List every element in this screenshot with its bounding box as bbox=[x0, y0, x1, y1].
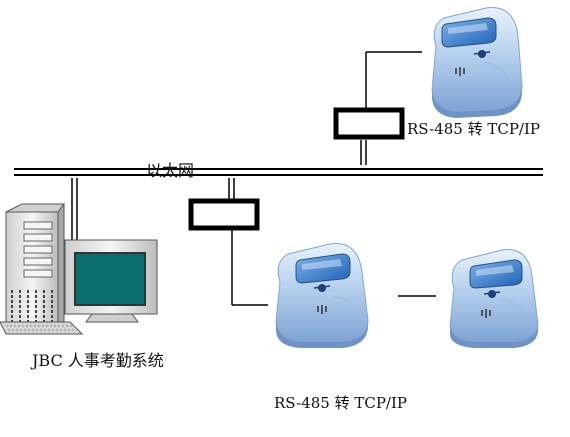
bottom-converter-branch bbox=[228, 178, 436, 306]
attendance-terminal-top bbox=[431, 7, 523, 118]
pc-tower bbox=[5, 202, 65, 332]
top-rs485-converter bbox=[333, 107, 405, 140]
pc-monitor bbox=[64, 239, 158, 323]
system-label: JBC 人事考勤系统 bbox=[32, 351, 164, 370]
ethernet-bus bbox=[14, 168, 543, 176]
attendance-terminal-middle bbox=[275, 243, 369, 348]
ethernet-label: 以太网 bbox=[146, 161, 195, 180]
top-converter-branch bbox=[360, 51, 422, 165]
top-converter-label: RS-485 转 TCP/IP bbox=[407, 120, 541, 138]
bottom-rs485-converter bbox=[188, 198, 260, 231]
attendance-terminal-right bbox=[449, 249, 539, 348]
pc-keyboard bbox=[0, 321, 84, 335]
bottom-converter-label: RS-485 转 TCP/IP bbox=[274, 394, 408, 412]
pc-connection bbox=[71, 178, 78, 248]
